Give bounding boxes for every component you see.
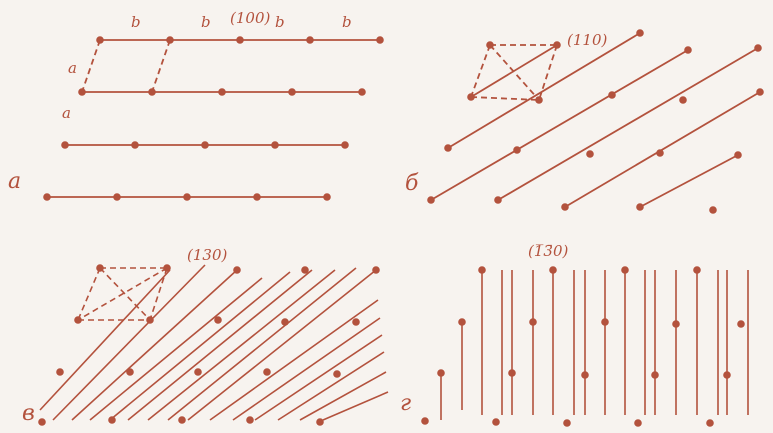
panel-a-letter: a <box>8 169 21 194</box>
panel-v-index: (130) <box>187 246 227 264</box>
panel-g-index: (1̅3̄0) <box>528 242 568 260</box>
panel-b-letter: б <box>405 171 419 196</box>
panel-v-nodes <box>38 264 380 426</box>
edge-a-label: a <box>68 59 77 77</box>
b-label: b <box>275 13 285 31</box>
panel-v <box>39 264 389 421</box>
b-label: b <box>201 13 211 31</box>
panel-g <box>440 268 749 420</box>
panel-b <box>430 32 761 208</box>
row-a-label: a <box>62 104 71 122</box>
panel-v-letter: в <box>22 401 35 426</box>
panel-g-nodes <box>421 266 745 427</box>
panel-b-index: (110) <box>567 31 607 49</box>
panel-a-index: (100) <box>230 9 270 27</box>
b-label: b <box>342 13 352 31</box>
panel-a <box>47 39 380 198</box>
b-label: b <box>131 13 141 31</box>
panel-a-nodes <box>43 36 384 201</box>
panel-b-nodes <box>427 29 764 214</box>
panel-g-letter: г <box>400 391 411 416</box>
